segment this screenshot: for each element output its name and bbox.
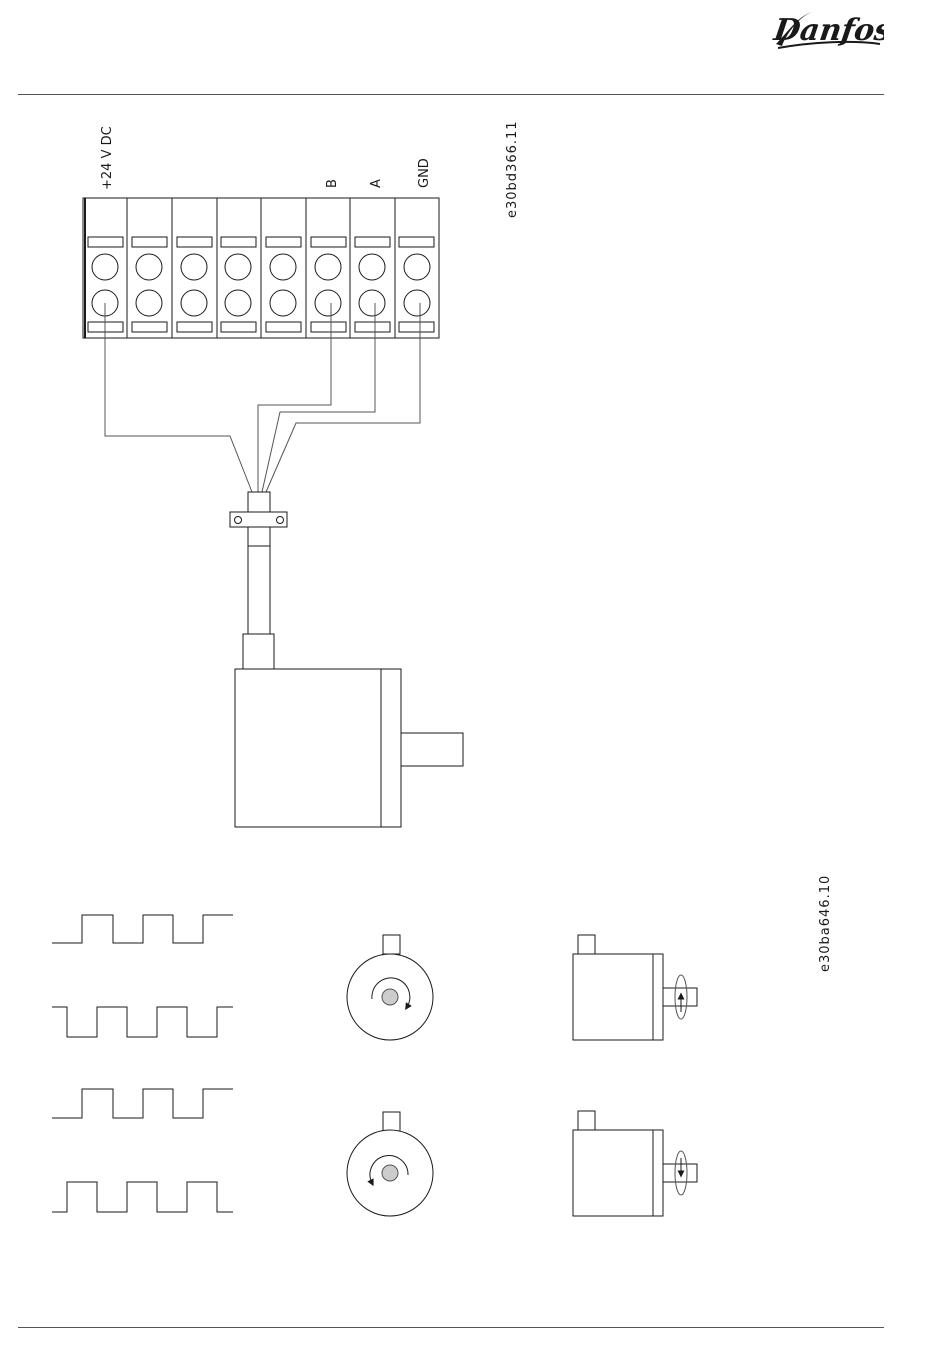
waveform-a-ccw [52, 1089, 233, 1118]
wire-a [262, 303, 375, 492]
wire-b [258, 303, 331, 492]
terminal-7 [355, 237, 390, 332]
terminal-5 [266, 237, 301, 332]
waveform-a-cw [52, 915, 233, 943]
terminal-3 [177, 237, 212, 332]
encoder-side-view-cw [573, 935, 697, 1040]
terminal-block [83, 198, 439, 338]
figure-code-rotation: e30ba646.10 [818, 875, 833, 972]
pulse-waveforms [52, 915, 233, 1212]
encoder-wires [105, 303, 420, 492]
encoder-cable [230, 492, 287, 669]
waveform-b-ccw [52, 1182, 233, 1212]
encoder-side-view-ccw [573, 1111, 697, 1216]
terminal-label-b: B [325, 179, 340, 188]
terminal-2 [132, 237, 167, 332]
encoder-front-view-cw [347, 935, 433, 1040]
terminal-label-24vdc: +24 V DC [100, 126, 115, 190]
waveform-b-cw [52, 1007, 233, 1037]
figure-code-wiring: e30bd366.11 [505, 120, 520, 218]
terminal-label-a: A [369, 179, 384, 188]
terminal-4 [221, 237, 256, 332]
terminal-6 [311, 237, 346, 332]
encoder-shaft [401, 733, 463, 766]
terminal-label-gnd: GND [417, 158, 432, 188]
footer-rule [18, 1327, 884, 1328]
wire-gnd [266, 303, 420, 492]
encoder-body [235, 669, 463, 827]
encoder-front-view-ccw [347, 1112, 433, 1216]
terminal-8 [399, 237, 434, 332]
